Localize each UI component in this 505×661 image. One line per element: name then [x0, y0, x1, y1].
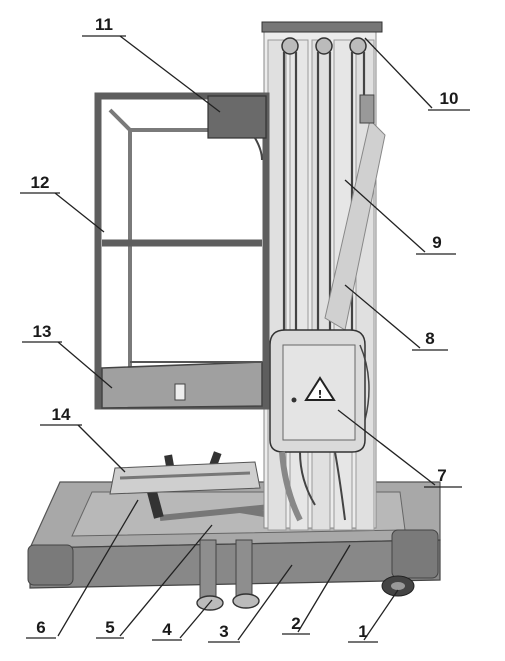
callout-label-9: 9 [432, 233, 441, 252]
warning-triangle-icon [304, 376, 336, 401]
callouts: 1 2 3 4 5 6 [20, 15, 470, 643]
callout-label-2: 2 [291, 614, 300, 633]
callout-11: 11 [82, 15, 221, 113]
callout-label-4: 4 [162, 620, 172, 639]
callout-label-3: 3 [219, 622, 228, 641]
callout-label-6: 6 [36, 618, 45, 637]
callout-label-1: 1 [358, 622, 367, 641]
tool-tray [109, 461, 261, 495]
callout-label-5: 5 [105, 618, 114, 637]
callout-9: 9 [344, 179, 456, 255]
callout-label-7: 7 [437, 466, 446, 485]
callout-7: 7 [337, 409, 462, 488]
callout-1: 1 [348, 589, 399, 643]
callout-5: 5 [96, 524, 213, 639]
callout-2: 2 [282, 544, 351, 635]
callout-10: 10 [364, 37, 470, 111]
callout-label-14: 14 [52, 405, 71, 424]
callout-13: 13 [22, 322, 113, 389]
callout-4: 4 [152, 599, 213, 641]
callout-6: 6 [26, 499, 139, 639]
warning-mark: ! [317, 388, 322, 401]
callout-label-10: 10 [440, 89, 459, 108]
callout-14: 14 [40, 405, 126, 473]
callout-8: 8 [344, 284, 448, 351]
base-chassis [27, 481, 441, 597]
platform-cage [94, 92, 270, 410]
callout-3: 3 [208, 564, 293, 643]
callout-label-8: 8 [425, 329, 434, 348]
callout-12: 12 [20, 173, 105, 233]
callout-label-12: 12 [31, 173, 50, 192]
callout-label-11: 11 [95, 15, 113, 34]
control-box: ! [269, 329, 370, 522]
callout-label-13: 13 [33, 322, 52, 341]
